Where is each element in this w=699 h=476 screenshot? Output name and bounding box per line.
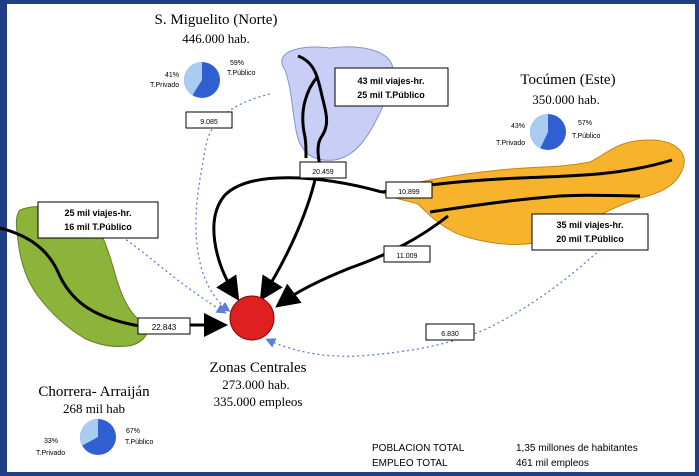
flow-arrow-norte-este-loop (212, 176, 383, 302)
centro-jobs: 335.000 empleos (214, 394, 303, 409)
oeste-trips-box: 25 mil viajes-hr. 16 mil T.Público (37, 201, 159, 239)
pie-norte-public-pct: 59% (230, 60, 244, 67)
pie-oeste-private-slice (80, 419, 98, 446)
norte-trips-line1: 43 mil viajes-hr. (357, 76, 424, 86)
flow-value-este-b: 11.009 (397, 253, 418, 260)
flow-label-este-b: 11.009 (383, 245, 431, 263)
flow-value-oeste: 22.843 (152, 323, 177, 332)
flow-label-oeste: 22.843 (137, 317, 191, 335)
totals-pop-value: 1,35 millones de habitantes (516, 443, 638, 454)
centro-population: 273.000 hab. (222, 377, 290, 392)
norte-population: 446.000 hab. (182, 31, 250, 46)
oeste-trunk-line (0, 226, 141, 328)
pie-este-public-label: T.Público (572, 133, 601, 140)
pie-norte-public-label: T.Público (227, 70, 256, 77)
este-trips-box: 35 mil viajes-hr. 20 mil T.Público (531, 213, 649, 251)
flow-arrow-norte-direct (259, 165, 320, 302)
dashed-flow-oeste-private (117, 233, 227, 314)
este-trips-line1: 35 mil viajes-hr. (556, 220, 623, 230)
flow-label-este-a: 10.899 (385, 181, 433, 199)
norte-trips-box: 43 mil viajes-hr. 25 mil T.Público (334, 67, 449, 107)
oeste-title: Chorrera- Arraiján (38, 384, 150, 400)
este-title: Tocúmen (Este) (520, 72, 615, 88)
pie-norte-private-label: T.Privado (150, 82, 179, 89)
zonas-centrales-node (229, 295, 275, 341)
pie-norte-private-pct: 41% (165, 72, 179, 79)
norte-branch-line (301, 75, 320, 159)
pie-este-private-slice (530, 114, 548, 149)
este-trips-line2: 20 mil T.Público (556, 234, 624, 244)
este-branch-line (429, 193, 641, 214)
pie-norte-private-slice (184, 62, 202, 96)
pie-oeste-public-pct: 67% (126, 428, 140, 435)
oeste-population: 268 mil hab (63, 401, 125, 416)
pie-oeste-private-pct: 33% (44, 438, 58, 445)
totals-emp-value: 461 mil empleos (516, 458, 589, 469)
flow-value-norte-private: 9.085 (200, 119, 218, 126)
pie-este-private-pct: 43% (511, 123, 525, 130)
pie-este (530, 114, 566, 150)
norte-trips-line2: 25 mil T.Público (357, 90, 425, 100)
flow-arrow-este-direct (275, 214, 449, 308)
region-este-shape (378, 139, 685, 245)
flow-label-norte-private: 9.085 (185, 111, 233, 129)
totals-emp-label: EMPLEO TOTAL (372, 458, 448, 469)
este-population: 350.000 hab. (532, 92, 600, 107)
pie-oeste (80, 419, 116, 455)
flow-label-norte-public: 20.459 (299, 161, 347, 179)
pie-oeste-public-label: T.Público (125, 439, 154, 446)
norte-title: S. Miguelito (Norte) (155, 12, 278, 28)
pie-norte (184, 62, 220, 98)
oeste-trips-line2: 16 mil T.Público (64, 222, 132, 232)
totals-pop-label: POBLACION TOTAL (372, 443, 465, 454)
flow-label-este-private: 6.830 (425, 323, 475, 341)
flow-value-este-private: 6.830 (441, 331, 459, 338)
centro-title: Zonas Centrales (209, 360, 306, 376)
flow-value-norte-public: 20.459 (312, 169, 334, 176)
pie-este-public-pct: 57% (578, 120, 592, 127)
pie-este-private-label: T.Privado (496, 140, 525, 147)
oeste-trips-line1: 25 mil viajes-hr. (64, 208, 131, 218)
pie-oeste-private-label: T.Privado (36, 450, 65, 457)
norte-trunk-line (297, 54, 329, 167)
flow-value-este-a: 10.899 (398, 189, 420, 196)
